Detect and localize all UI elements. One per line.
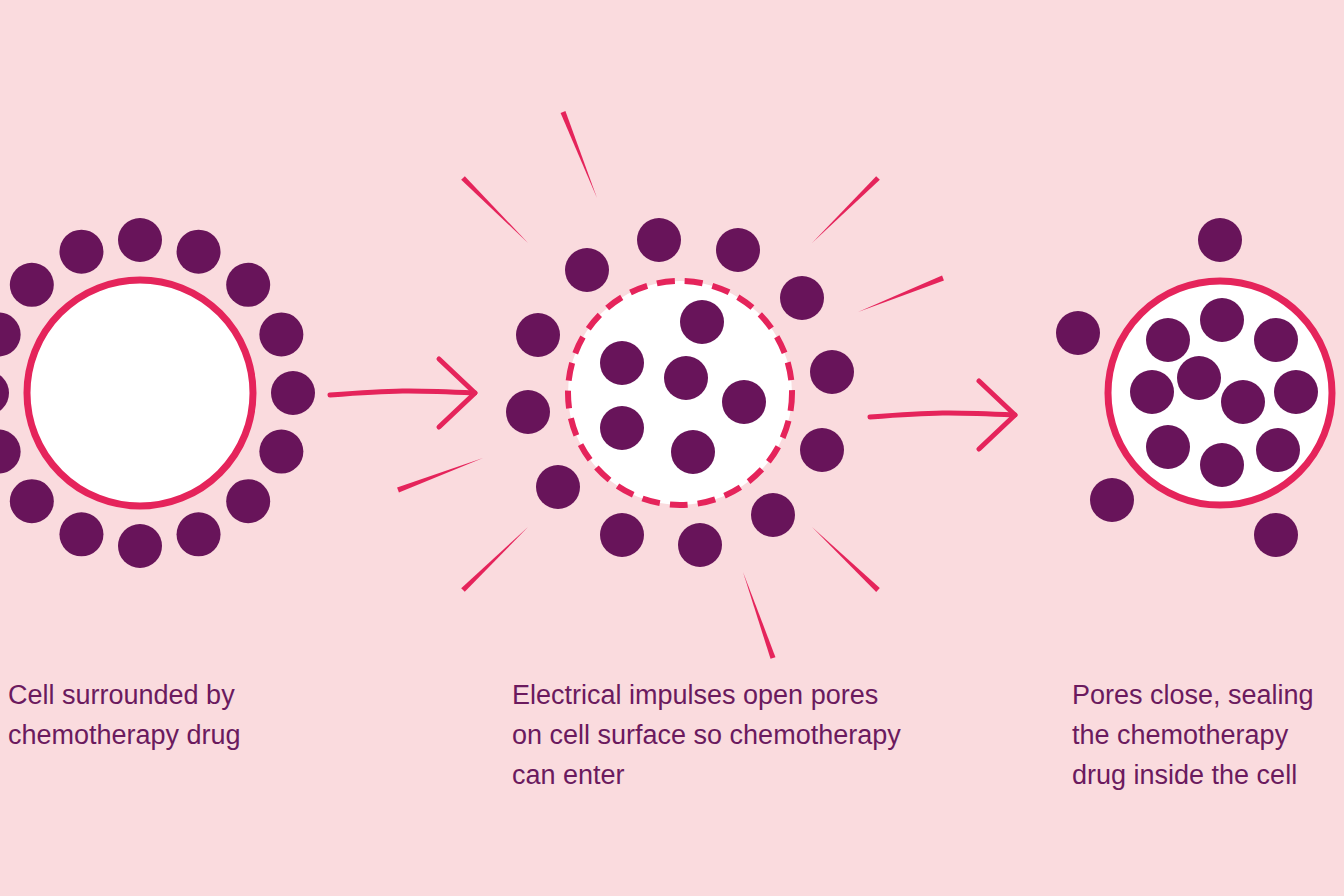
drug-molecule: [177, 512, 221, 556]
impulse-stroke: [461, 527, 528, 592]
drug-molecule: [0, 430, 21, 474]
impulse-stroke: [812, 176, 880, 243]
arrow-connector: [330, 359, 475, 427]
drug-molecule: [600, 406, 644, 450]
arrow-head: [439, 359, 475, 427]
arrow-connector: [870, 381, 1015, 449]
drug-molecule: [1130, 370, 1174, 414]
drug-molecule: [226, 263, 270, 307]
drug-molecule: [1146, 318, 1190, 362]
drug-molecule: [0, 371, 9, 415]
drug-molecule: [1254, 513, 1298, 557]
cell-node: Electrical impulses open pores on cell s…: [500, 213, 860, 795]
drug-molecule: [516, 313, 560, 357]
drug-molecule: [259, 312, 303, 356]
arrow-shaft: [330, 391, 475, 395]
drug-molecule: [10, 479, 54, 523]
drug-molecule: [1254, 318, 1298, 362]
drug-molecule: [600, 341, 644, 385]
impulse-stroke: [397, 458, 483, 492]
drug-molecule: [59, 230, 103, 274]
drug-molecule: [678, 523, 722, 567]
drug-molecule: [565, 248, 609, 292]
drug-molecule: [1200, 298, 1244, 342]
drug-molecule: [118, 524, 162, 568]
impulse-stroke: [461, 176, 528, 243]
drug-molecule: [1177, 356, 1221, 400]
cell-membrane: [27, 280, 253, 506]
drug-molecule: [810, 350, 854, 394]
drug-molecule: [680, 300, 724, 344]
drug-molecule: [1200, 443, 1244, 487]
drug-molecule: [1056, 311, 1100, 355]
cell-membrane: [1108, 281, 1332, 505]
step-caption: Cell surrounded by chemotherapy drug: [8, 675, 308, 755]
drug-molecule: [506, 390, 550, 434]
cell-membrane: [568, 281, 792, 505]
drug-molecule: [800, 428, 844, 472]
step-caption: Pores close, sealing the chemotherapy dr…: [1072, 675, 1334, 795]
drug-molecule: [536, 465, 580, 509]
cell-node: Cell surrounded by chemotherapy drug: [0, 213, 320, 755]
drug-molecule: [1146, 425, 1190, 469]
arrow-head: [979, 381, 1015, 449]
arrow-shaft: [870, 413, 1015, 417]
drug-molecule: [59, 512, 103, 556]
drug-molecule: [722, 380, 766, 424]
drug-molecule: [10, 263, 54, 307]
drug-molecule: [177, 230, 221, 274]
impulse-stroke: [812, 527, 880, 592]
drug-molecule: [0, 312, 21, 356]
cell-illustration: [0, 213, 320, 573]
drug-molecule: [600, 513, 644, 557]
drug-molecule: [671, 430, 715, 474]
drug-molecule: [1221, 380, 1265, 424]
impulse-stroke: [561, 111, 597, 198]
drug-molecule: [780, 276, 824, 320]
cell-illustration: [500, 213, 860, 573]
drug-molecule: [271, 371, 315, 415]
drug-molecule: [259, 430, 303, 474]
drug-molecule: [751, 493, 795, 537]
drug-molecule: [1090, 478, 1134, 522]
drug-molecule: [637, 218, 681, 262]
drug-molecule: [716, 228, 760, 272]
impulse-stroke: [858, 276, 944, 312]
impulse-stroke: [743, 572, 775, 659]
drug-molecule: [118, 218, 162, 262]
step-caption: Electrical impulses open pores on cell s…: [512, 675, 912, 795]
drug-molecule: [1274, 370, 1318, 414]
drug-molecule: [226, 479, 270, 523]
drug-molecule: [664, 356, 708, 400]
drug-molecule: [1198, 218, 1242, 262]
drug-molecule: [1256, 428, 1300, 472]
cell-node: Pores close, sealing the chemotherapy dr…: [1040, 213, 1344, 795]
cell-illustration: [1040, 213, 1344, 573]
